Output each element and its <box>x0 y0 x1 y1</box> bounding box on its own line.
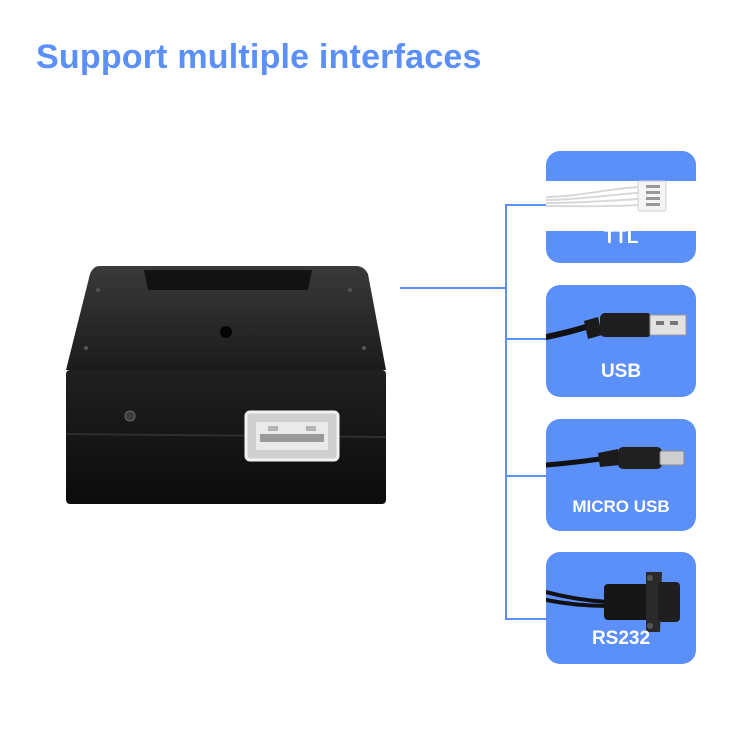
connector-spine <box>505 204 507 620</box>
connector-device-stub <box>400 287 506 289</box>
interface-label-micro-usb: MICRO USB <box>572 497 670 516</box>
connector-branch-rs232 <box>505 618 549 620</box>
page-title: Support multiple interfaces <box>36 38 482 76</box>
usb-port-icon <box>244 410 340 462</box>
interface-card-ttl: TTL <box>546 151 696 263</box>
interface-card-rs232: RS232 <box>546 552 696 664</box>
connector-branch-micro-usb <box>505 475 549 477</box>
interface-card-usb: USB <box>546 285 696 397</box>
connector-branch-ttl <box>505 204 549 206</box>
interface-label-ttl: TTL <box>603 227 639 248</box>
interface-label-rs232: RS232 <box>591 628 651 649</box>
interface-card-micro-usb: MICRO USB <box>546 419 696 531</box>
interface-label-usb: USB <box>600 361 642 382</box>
ttl-cable-icon <box>546 180 696 231</box>
rs232-cable-icon <box>546 572 680 632</box>
status-led-icon <box>124 410 136 422</box>
connector-branch-usb <box>505 338 549 340</box>
micro-usb-cable-icon <box>546 447 685 469</box>
scanner-module-device <box>65 266 387 504</box>
usb-cable-icon <box>546 313 687 340</box>
